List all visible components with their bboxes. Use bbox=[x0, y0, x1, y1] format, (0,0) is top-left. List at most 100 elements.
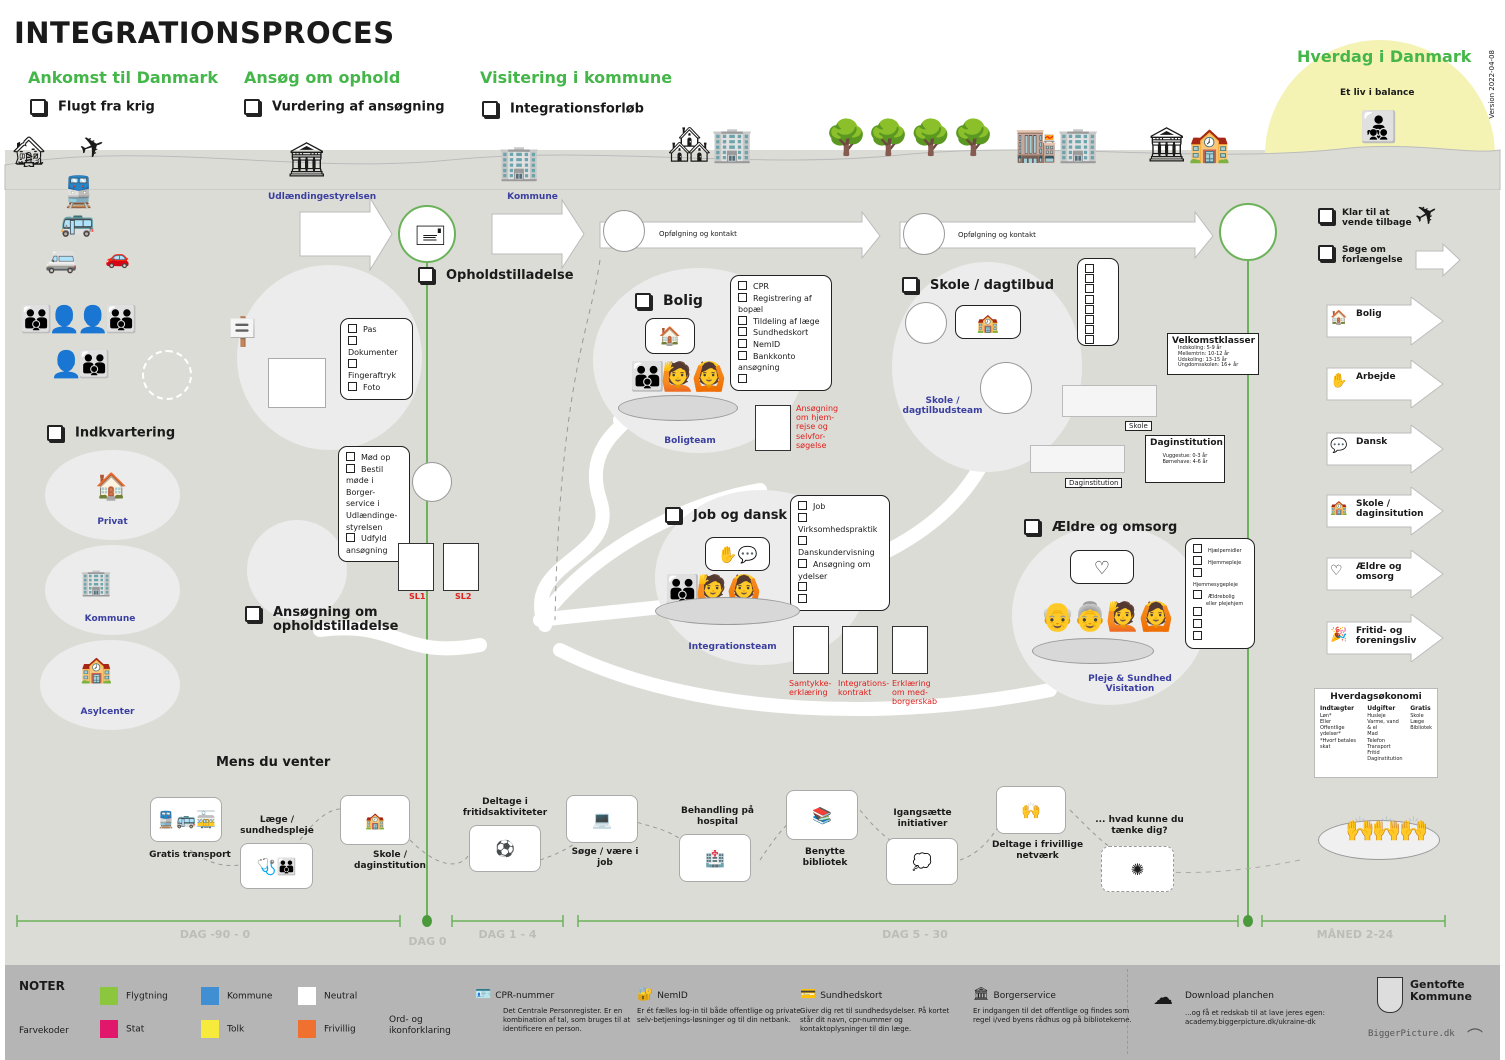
check-blank[interactable] bbox=[738, 374, 824, 386]
doc-samtykke[interactable] bbox=[793, 626, 829, 674]
color-code-name: Flygtning bbox=[126, 991, 168, 1002]
dag-line: Vuggestue: 0-3 år bbox=[1162, 453, 1208, 459]
check-mod-op[interactable]: Mød op bbox=[346, 452, 402, 464]
activity-label: Søge / være i job bbox=[571, 847, 639, 869]
check-ydelser[interactable]: Ansøgning om ydelser bbox=[798, 559, 882, 582]
activity-card[interactable]: 🚆🚌🚋 bbox=[150, 797, 222, 842]
check-bestil-mode[interactable]: Bestil møde i Borger-service i Udlænding… bbox=[346, 464, 402, 534]
activity-card[interactable]: 🏥 bbox=[679, 834, 751, 882]
doc-hjemrejse[interactable] bbox=[755, 405, 791, 451]
check-hjaelpemidler[interactable]: Hjælpemidler bbox=[1193, 544, 1247, 556]
color-code-kommune: Kommune bbox=[201, 987, 272, 1005]
check-udfyld[interactable]: Udfyld ansøgning bbox=[346, 533, 402, 556]
check-job[interactable]: Job bbox=[798, 501, 882, 513]
download-title[interactable]: Download planchen bbox=[1185, 991, 1274, 1001]
daycare-platform bbox=[1030, 445, 1125, 473]
check-pas[interactable]: Pas bbox=[348, 324, 405, 336]
health-card-icon: 💳 bbox=[800, 987, 817, 1002]
city-buildings-icon: 🏬🏢 bbox=[1015, 125, 1100, 165]
velkomstklasser-box: Velkomstklasser Indskoling: 5-9 år Melle… bbox=[1167, 333, 1259, 375]
destination-arrow-0[interactable]: 🏠Bolig bbox=[1326, 297, 1444, 345]
check-sundhedskort[interactable]: Sundhedskort bbox=[738, 327, 824, 339]
check-fingeraftryk[interactable]: Fingeraftryk bbox=[348, 359, 405, 382]
housing-circle-privat bbox=[45, 450, 180, 540]
team-circle-skole bbox=[892, 262, 1082, 472]
activity-card[interactable]: 🩺👪 bbox=[240, 843, 313, 889]
transport-icon: 🚆🚌🚋 bbox=[156, 810, 216, 829]
check-foto[interactable]: Foto bbox=[348, 382, 405, 394]
team-integrationsteam: Integrationsteam bbox=[688, 642, 777, 652]
dag-line: Børnehave: 4-6 år bbox=[1162, 459, 1208, 465]
phase-hverdag: Hverdag i Danmark bbox=[1297, 47, 1472, 66]
housing-privat[interactable]: Privat bbox=[97, 517, 128, 527]
color-code-name: Neutral bbox=[324, 991, 358, 1002]
housing-asylcenter[interactable]: Asylcenter bbox=[80, 707, 135, 717]
destination-arrow-1[interactable]: ✋Arbejde bbox=[1326, 360, 1444, 408]
check-indkvartering[interactable]: Indkvartering bbox=[47, 425, 175, 441]
color-code-flygtning: Flygtning bbox=[100, 987, 168, 1005]
job-checklist: Job Virksomhedspraktik Danskundervisning… bbox=[790, 495, 890, 612]
activity-card[interactable]: 📚 bbox=[786, 790, 858, 840]
check-skole-dagtilbud[interactable]: Skole / dagtilbud bbox=[902, 277, 1054, 293]
activity-card[interactable]: 🏫 bbox=[340, 795, 410, 845]
cloud-download-icon[interactable]: ☁ bbox=[1153, 985, 1173, 1009]
color-swatch bbox=[201, 1020, 219, 1038]
check-laege[interactable]: Tildeling af læge bbox=[738, 316, 824, 328]
activity-card[interactable]: ✺ bbox=[1101, 846, 1174, 892]
check-soge-om-forlaengelse[interactable]: Søge om forlængelse bbox=[1318, 245, 1412, 265]
glossary-term: Borgerservice bbox=[993, 991, 1056, 1001]
form-sl2[interactable] bbox=[443, 543, 479, 591]
crowd-icon: 🎉 bbox=[1330, 627, 1348, 643]
aeldre-checklist: Hjælpemidler Hjemmepleje Hjemmesygepleje… bbox=[1185, 538, 1255, 649]
check-vurdering[interactable]: Vurdering af ansøgning bbox=[244, 99, 445, 115]
destination-arrow-5[interactable]: 🎉Fritid- og foreningsliv bbox=[1326, 614, 1444, 662]
check-virksomhedspraktik[interactable]: Virksomhedspraktik bbox=[798, 513, 882, 536]
check-aeldrebolig[interactable]: Ældrebolig bbox=[1193, 590, 1247, 602]
form-sl1[interactable] bbox=[398, 543, 434, 591]
timeline-label: DAG -90 - 0 bbox=[179, 928, 251, 941]
gentofte-logo-text: Gentofte Kommune bbox=[1410, 978, 1472, 1004]
check-aeldre[interactable]: Ældre og omsorg bbox=[1024, 519, 1177, 535]
activity-card[interactable]: 💭 bbox=[886, 838, 958, 885]
check-blank[interactable] bbox=[798, 594, 882, 606]
laptop-job-icon: 💻 bbox=[592, 809, 612, 829]
classroom-platform bbox=[1062, 385, 1157, 417]
destination-arrow-4[interactable]: ♡Ældre og omsorg bbox=[1326, 550, 1444, 598]
activity-label: Igangsætte initiativer bbox=[893, 808, 952, 830]
check-opholdstilladelse[interactable]: Opholdstilladelse bbox=[418, 267, 574, 283]
phase-ansog: Ansøg om ophold bbox=[244, 68, 401, 87]
check-bolig[interactable]: Bolig bbox=[635, 293, 703, 309]
check-integrationsforlob[interactable]: Integrationsforløb bbox=[482, 101, 644, 117]
check-blank[interactable] bbox=[798, 582, 882, 594]
check-danskundervisning[interactable]: Danskundervisning bbox=[798, 536, 882, 559]
color-code-frivillig: Frivillig bbox=[298, 1020, 356, 1038]
destination-arrow-2[interactable]: 💬Dansk bbox=[1326, 425, 1444, 473]
bolig-meeting-figures: 👪🙋🙆 bbox=[630, 360, 727, 393]
doc-medborgerskab[interactable] bbox=[892, 626, 928, 674]
check-nemid[interactable]: NemID bbox=[738, 339, 824, 351]
check-dokumenter[interactable]: Dokumenter bbox=[348, 336, 405, 359]
check-bankkonto[interactable]: Bankkonto ansøgning bbox=[738, 351, 824, 374]
label-kommune: Kommune bbox=[507, 192, 558, 202]
label-udlaendingestyrelsen: Udlændingestyrelsen bbox=[268, 192, 377, 202]
housing-kommune[interactable]: Kommune bbox=[84, 614, 136, 624]
check-klar-til-at-vende-tilbage[interactable]: Klar til at vende tilbage bbox=[1318, 208, 1412, 228]
skole-label: Skole bbox=[1125, 421, 1152, 431]
check-bopael[interactable]: Registrering af bopæl bbox=[738, 293, 824, 316]
house-icon: 🏠 bbox=[95, 472, 128, 502]
check-flugt[interactable]: Flugt fra krig bbox=[30, 99, 155, 115]
check-cpr[interactable]: CPR bbox=[738, 281, 824, 293]
check-hjemmepleje[interactable]: Hjemmepleje bbox=[1193, 556, 1247, 568]
activity-card[interactable]: ⚽ bbox=[469, 825, 541, 872]
activity-card[interactable]: 💻 bbox=[566, 795, 638, 843]
doc-integrationskontrakt[interactable] bbox=[842, 626, 878, 674]
economy-title: Hverdagsøkonomi bbox=[1330, 692, 1422, 702]
check-job-dansk[interactable]: Job og dansk bbox=[665, 507, 787, 523]
economy-item: Husleje bbox=[1367, 712, 1386, 719]
destination-arrow-3[interactable]: 🏫Skole / daginsitution bbox=[1326, 487, 1444, 535]
empty-person-slot bbox=[142, 350, 192, 400]
activity-card[interactable]: 🙌 bbox=[996, 786, 1066, 834]
check-hjemmesygepleje[interactable]: Hjemmesygepleje bbox=[1193, 568, 1247, 590]
check-ansogning-opholdstilladelse[interactable]: Ansøgning om opholdstilladelse bbox=[245, 605, 398, 635]
